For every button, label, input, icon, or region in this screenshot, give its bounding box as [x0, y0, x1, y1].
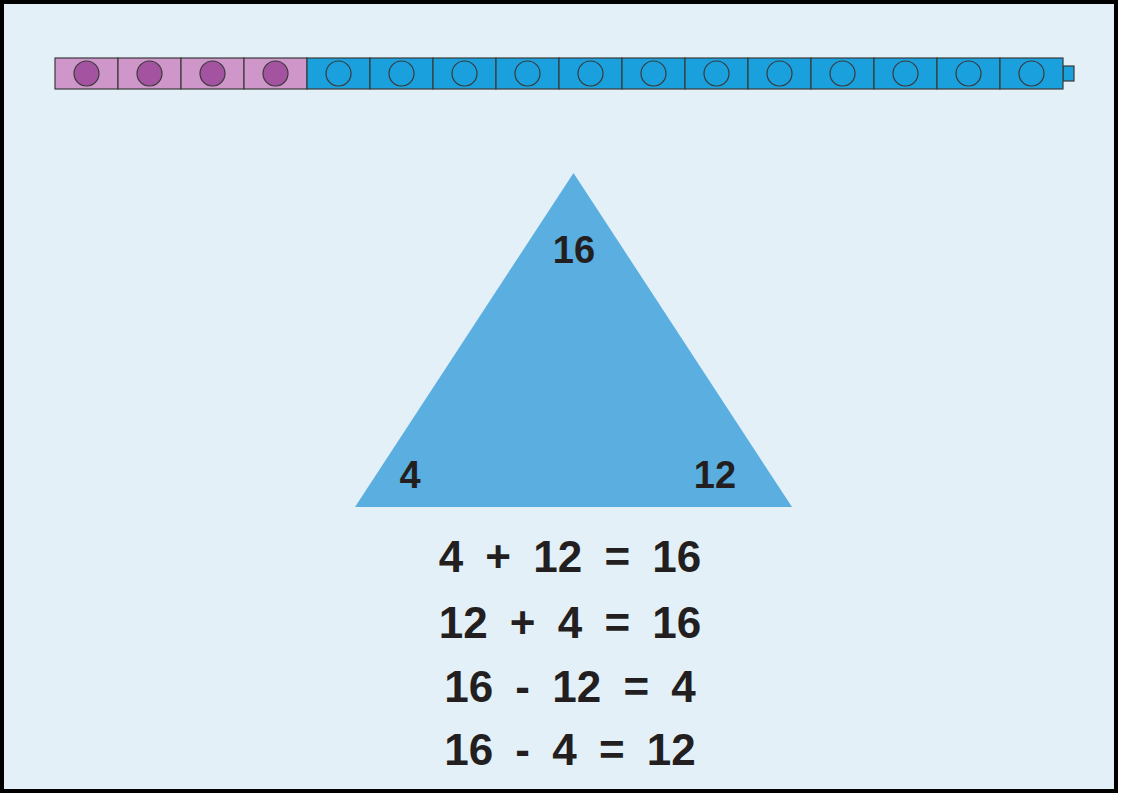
- cube-dot: [200, 61, 225, 86]
- cube: [748, 58, 811, 89]
- cube: [874, 58, 937, 89]
- cube: [811, 58, 874, 89]
- cube-dot: [137, 61, 162, 86]
- cube-dot: [704, 61, 729, 86]
- cube-dot: [641, 61, 666, 86]
- purple-dots: [74, 61, 288, 86]
- triangle-number: 4: [399, 453, 420, 499]
- cube: [1000, 58, 1063, 89]
- triangle-number: 12: [694, 453, 736, 499]
- cube-dot: [830, 61, 855, 86]
- cube: [244, 58, 307, 89]
- cube-dot: [893, 61, 918, 86]
- cube: [118, 58, 181, 89]
- cube: [937, 58, 1000, 89]
- cube-dot: [515, 61, 540, 86]
- cube: [622, 58, 685, 89]
- blue-dots: [326, 61, 1044, 86]
- cube-dot: [389, 61, 414, 86]
- cube-dot: [1019, 61, 1044, 86]
- equation: 12 + 4 = 16: [439, 597, 702, 650]
- cube-dot: [263, 61, 288, 86]
- cube-bar: [55, 58, 1074, 89]
- purple-cubes: [55, 58, 307, 89]
- equation: 16 - 4 = 12: [444, 724, 696, 777]
- cube: [181, 58, 244, 89]
- equation: 16 - 12 = 4: [444, 661, 696, 714]
- cube-nub: [1063, 66, 1074, 81]
- cube-dot: [578, 61, 603, 86]
- cube: [685, 58, 748, 89]
- cube-dot: [767, 61, 792, 86]
- cube: [370, 58, 433, 89]
- cube: [496, 58, 559, 89]
- cube-dot: [452, 61, 477, 86]
- triangle-number: 16: [553, 228, 595, 274]
- cube-dot: [74, 61, 99, 86]
- cube: [55, 58, 118, 89]
- number-triangle: 16 4 12: [355, 173, 792, 507]
- equation: 4 + 12 = 16: [439, 531, 702, 584]
- cube: [559, 58, 622, 89]
- cube: [433, 58, 496, 89]
- cube-dot: [326, 61, 351, 86]
- cube: [307, 58, 370, 89]
- triangle: [355, 173, 792, 507]
- blue-cubes: [307, 58, 1063, 89]
- cube-dot: [956, 61, 981, 86]
